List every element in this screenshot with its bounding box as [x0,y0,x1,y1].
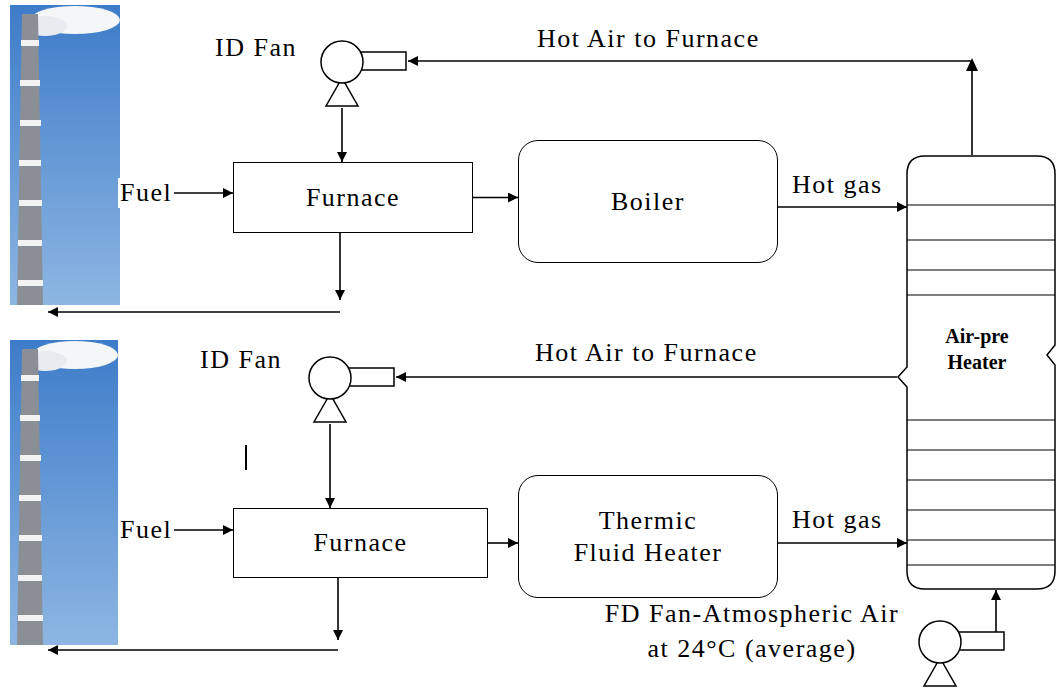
flow-arrow [488,542,518,544]
fan-symbol: ID Fan [306,354,396,424]
flue-arrow [48,311,340,313]
heater-tube [907,419,1055,420]
heater-tube [907,204,1055,205]
heater-tube [907,539,1055,540]
process-box: Furnace [233,508,488,578]
cursor-mark [245,445,247,470]
process-box: Furnace [233,162,473,233]
heater-tube [907,479,1055,480]
box-label: Thermic Fluid Heater [568,505,728,567]
chimney-photo [10,5,120,305]
box-label: Furnace [306,182,400,213]
input-label: Fuel [118,515,174,545]
fan-outlet [348,368,394,386]
process-box: Boiler [518,140,778,263]
chimney-column [17,14,43,305]
box-label: Furnace [313,527,407,558]
flow-arrow [396,376,897,378]
process-box: Thermic Fluid Heater [518,475,778,598]
heater-tube [907,239,1055,240]
heater-tube [907,449,1055,450]
flow-arrow [341,108,343,162]
fan-casing [321,41,363,83]
fan-outline [318,38,408,108]
fuel-arrow [174,192,233,194]
box-label: Boiler [611,186,685,217]
fan-casing [309,357,351,399]
heater-tube [907,509,1055,510]
chimney-photo [10,340,118,645]
fan-outlet [958,632,1004,650]
heater-border [898,156,1055,589]
flow-arrow [329,424,331,508]
flue-arrow [337,578,339,640]
flow-label: Hot gas [790,505,885,535]
layout-lines [48,193,340,650]
fan-label: ID Fan [200,342,282,377]
heater-tube [907,269,1055,270]
chimney-bands [18,375,43,621]
fan-symbol: ID Fan [318,38,408,108]
fuel-arrow [174,529,233,531]
flow-arrow [778,542,907,544]
fan-label: ID Fan [215,30,297,65]
fan-outline [306,354,396,424]
fan-outline [916,618,1006,688]
fan-symbol: FD Fan-Atmospheric Air at 24°C (average) [916,618,1006,688]
heater-label: Air-pre Heater [927,323,1027,375]
chimney-column [17,349,43,645]
fan-label: FD Fan-Atmospheric Air at 24°C (average) [593,596,911,666]
flow-label: Hot Air to Furnace [535,24,762,54]
heater-tube [907,564,1055,565]
sky-ground [10,340,118,645]
flow-label: Hot Air to Furnace [533,338,760,368]
fan-outlet [360,52,406,70]
flow-arrow [778,206,907,208]
input-label: Fuel [118,178,174,208]
heater-tube [907,294,1055,295]
heater-shape: Air-pre Heater [897,155,1058,590]
fan-casing [919,621,961,663]
flow-label: Hot gas [790,170,885,200]
flue-arrow [48,649,338,651]
flow-arrow [473,197,518,199]
flue-arrow [339,233,341,300]
chimney-bands [18,40,43,286]
flow-arrow [995,590,997,632]
sky-ground [10,5,120,305]
